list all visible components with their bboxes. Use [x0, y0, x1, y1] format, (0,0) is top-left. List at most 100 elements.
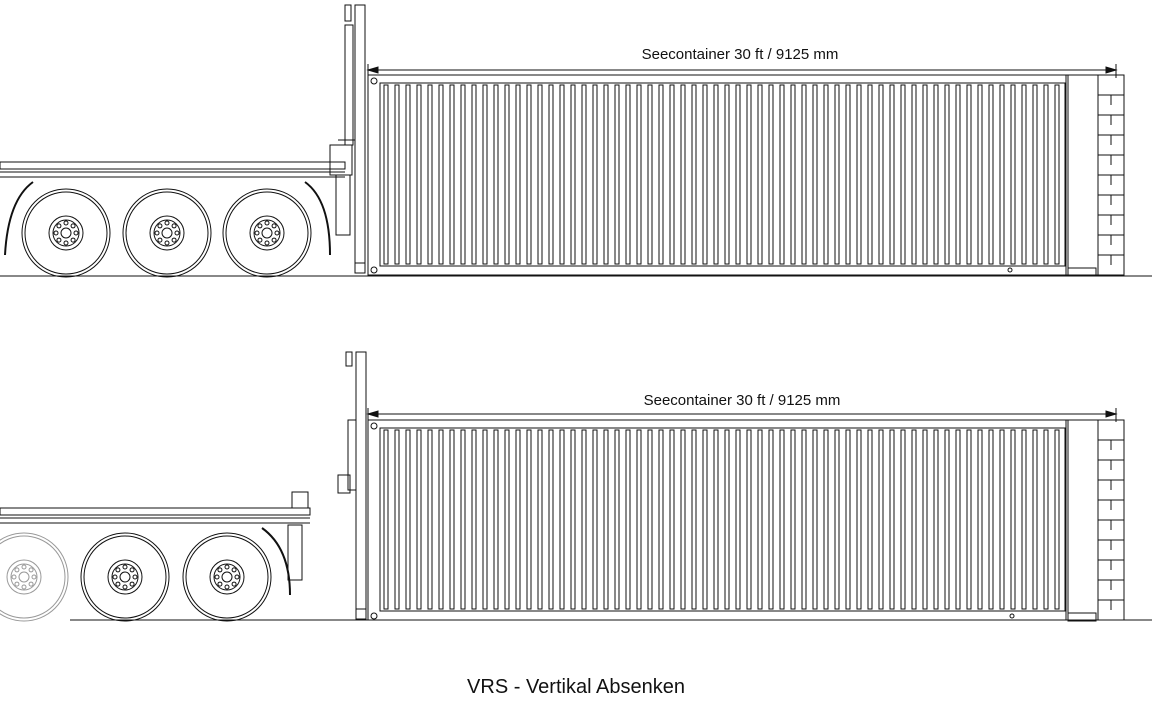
container-rib [1032, 429, 1038, 610]
container-rib [460, 84, 466, 265]
container-rib [1010, 429, 1016, 610]
container-rib [900, 429, 906, 610]
mudguard-rear [261, 527, 291, 596]
container-rib [438, 429, 444, 610]
wheel [222, 188, 312, 278]
container-rib [1010, 84, 1016, 265]
container-rib [977, 84, 983, 265]
container-rib [1054, 84, 1060, 265]
container-rib [570, 84, 576, 265]
wheel [80, 532, 170, 622]
container-rib [548, 84, 554, 265]
dimension-line [366, 408, 1118, 422]
container-rib [592, 84, 598, 265]
container-rib [944, 84, 950, 265]
container-rib [779, 429, 785, 610]
container-rib [933, 429, 939, 610]
container-rib [515, 429, 521, 610]
container-rib [647, 84, 653, 265]
container-rib [427, 84, 433, 265]
container-rib [911, 84, 917, 265]
container-rib [900, 84, 906, 265]
container-rib [801, 429, 807, 610]
container-end-block [1065, 419, 1125, 622]
container-rib [559, 429, 565, 610]
container-rib [460, 429, 466, 610]
container-rib [405, 84, 411, 265]
mudguard-rear [304, 181, 331, 256]
container-rib [955, 429, 961, 610]
container-rib [768, 429, 774, 610]
container-rib [988, 84, 994, 265]
container-rib [504, 429, 510, 610]
container-rib [537, 429, 543, 610]
container-rib [394, 84, 400, 265]
container-rib [922, 429, 928, 610]
container-rib [416, 84, 422, 265]
container-rib [988, 429, 994, 610]
container-rib [724, 429, 730, 610]
trailer-chassis [0, 491, 311, 581]
mudguard-front [4, 181, 34, 256]
container-rib [955, 84, 961, 265]
container-rib [713, 429, 719, 610]
container-rib [746, 429, 752, 610]
container-rib [669, 84, 675, 265]
container-rib [636, 429, 642, 610]
container-rib [1032, 84, 1038, 265]
container-rib [735, 84, 741, 265]
wheel-set [21, 188, 312, 278]
container-rib [658, 84, 664, 265]
container-rib [812, 84, 818, 265]
container-rib [383, 429, 389, 610]
container-rib [548, 429, 554, 610]
container-rib [691, 429, 697, 610]
container-rib [416, 429, 422, 610]
container-rib [713, 84, 719, 265]
container-rib [889, 84, 895, 265]
trailer-chassis [0, 144, 353, 236]
container-rib [559, 84, 565, 265]
container-rib [603, 84, 609, 265]
container-rib [757, 84, 763, 265]
container-rib [647, 429, 653, 610]
container-rib [537, 84, 543, 265]
container-rib [702, 84, 708, 265]
container-rib [790, 84, 796, 265]
container-rib [526, 429, 532, 610]
container-30ft [367, 419, 1069, 621]
container-rib [449, 429, 455, 610]
container-rib [922, 84, 928, 265]
container-rib [933, 84, 939, 265]
container-rib [823, 429, 829, 610]
view-raised: Seecontainer 30 ft / 9125 mm [0, 4, 1152, 278]
container-rib [592, 429, 598, 610]
container-rib [911, 429, 917, 610]
container-rib [680, 429, 686, 610]
container-rib [724, 84, 730, 265]
container-rib [867, 84, 873, 265]
container-rib [834, 429, 840, 610]
container-rib [746, 84, 752, 265]
wheel-set [0, 532, 272, 622]
container-rib [944, 429, 950, 610]
container-rib [680, 84, 686, 265]
container-rib [636, 84, 642, 265]
container-rib [449, 84, 455, 265]
wheel [182, 532, 272, 622]
container-rib [427, 429, 433, 610]
container-rib [977, 429, 983, 610]
container-rib [515, 84, 521, 265]
container-rib [867, 429, 873, 610]
container-rib [493, 429, 499, 610]
container-30ft [367, 74, 1069, 276]
container-rib [1021, 429, 1027, 610]
dimension-line [366, 64, 1118, 78]
container-rib [878, 429, 884, 610]
container-rib [757, 429, 763, 610]
container-rib [856, 84, 862, 265]
container-rib [1021, 84, 1027, 265]
container-rib [603, 429, 609, 610]
container-rib [812, 429, 818, 610]
container-rib [823, 84, 829, 265]
